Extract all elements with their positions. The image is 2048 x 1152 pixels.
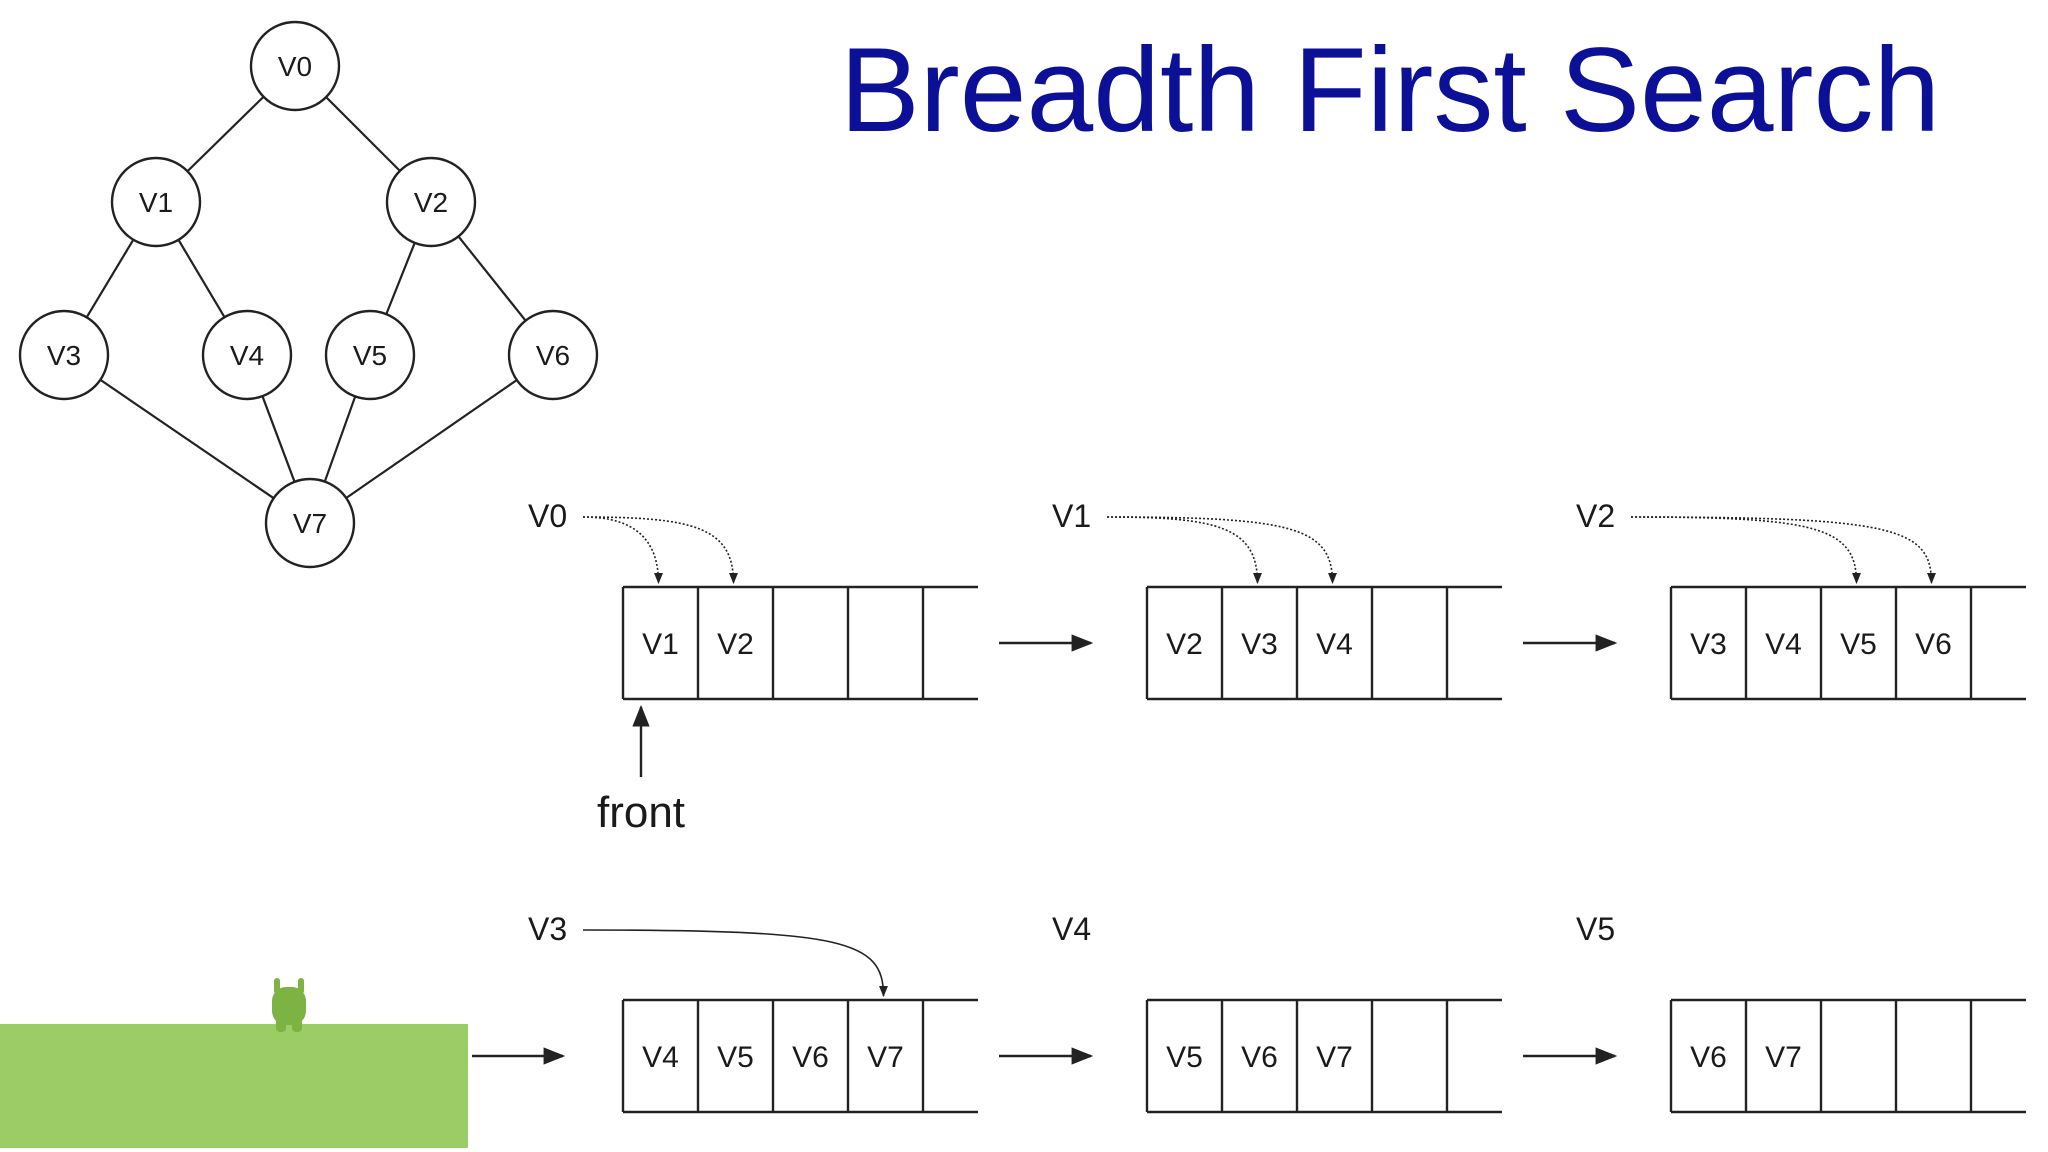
graph-node-v7: V7 [264,477,356,569]
queue-cell: V3 [1241,628,1278,661]
queue-cell: V7 [1765,1041,1802,1074]
graph-node-label: V2 [414,187,448,218]
queue-cell: V7 [1316,1041,1353,1074]
queue-cell: V1 [642,628,679,661]
queue-cell: V6 [1241,1041,1278,1074]
queue-cell: V5 [1166,1041,1203,1074]
queue-cell: V2 [717,628,754,661]
queue-cell: V6 [792,1041,829,1074]
enqueue-arrow [582,929,888,998]
footer-band [0,978,468,1148]
queue-box: V4 V5 V6 V7 [621,998,978,1114]
queue-box: V6 V7 [1669,998,2026,1114]
edge-v2-v6 [457,235,527,322]
enqueue-arrow [1106,516,1262,585]
queue-cell: V5 [717,1041,754,1074]
graph-node-label: V3 [47,340,81,371]
enqueue-arrow [582,516,663,585]
graph-node-v1: V1 [110,156,202,248]
queue-box: V3 V4 V5 V6 [1669,585,2026,701]
green-footer-rect [0,1024,468,1148]
queue-cell: V4 [642,1041,679,1074]
queue-box: V1 V2 [621,585,978,701]
graph-node-label: V1 [139,187,173,218]
slide-title: Breadth First Search [839,23,1941,157]
queue-box: V2 V3 V4 [1145,585,1502,701]
graph-node-v5: V5 [324,309,416,401]
graph-node-v4: V4 [201,309,293,401]
edge-v2-v5 [385,242,416,315]
queue-cell: V4 [1765,628,1802,661]
enqueue-arrow [1630,516,1936,585]
queue-cell: V4 [1316,628,1353,661]
graph-node-label: V0 [278,51,312,82]
graph-node-label: V7 [293,508,327,539]
edge-v0-v2 [325,96,401,172]
graph-node-v2: V2 [385,156,477,248]
graph-node-label: V6 [536,340,570,371]
queue-cell: V3 [1690,628,1727,661]
edge-v0-v1 [186,95,265,173]
edge-v1-v4 [177,239,226,318]
graph-node-label: V5 [353,340,387,371]
enqueue-arrow [582,516,738,585]
visit-label: V1 [1052,498,1091,534]
edge-v3-v7 [99,378,275,500]
visit-label: V2 [1576,498,1615,534]
edge-v5-v7 [323,396,357,482]
queue-cell: V5 [1840,628,1877,661]
queue-box: V5 V6 V7 [1145,998,1502,1114]
queue-cell: V6 [1690,1041,1727,1074]
mascot-icon [272,978,306,1032]
visit-label: V3 [528,911,567,947]
edge-v6-v7 [345,379,518,499]
queue-cell: V2 [1166,628,1203,661]
visit-label: V0 [528,498,567,534]
enqueue-arrow [1630,516,1861,585]
queue-cell: V6 [1915,628,1952,661]
visit-label: V5 [1576,911,1615,947]
graph-node-v3: V3 [18,309,110,401]
graph-edges [85,95,527,500]
edge-v1-v3 [85,239,135,318]
graph-node-label: V4 [230,340,264,371]
edge-v4-v7 [261,395,296,483]
graph-node-v0: V0 [249,20,341,112]
queue-cell: V7 [867,1041,904,1074]
graph-node-v6: V6 [507,309,599,401]
front-label: front [597,788,685,837]
visit-label: V4 [1052,911,1091,947]
